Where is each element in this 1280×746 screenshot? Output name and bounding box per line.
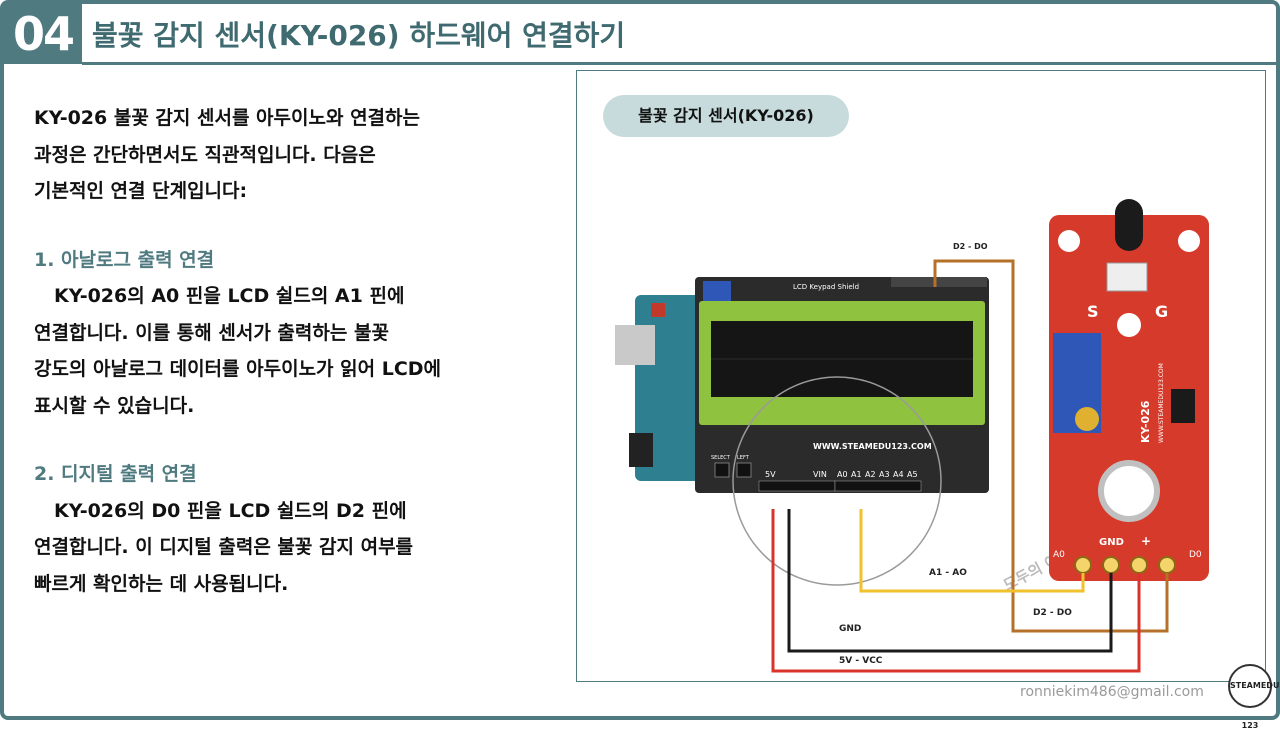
zoom-circle	[732, 376, 942, 586]
wire-label: A1 - AO	[929, 568, 967, 578]
section2-line: 연결합니다. 이 디지털 출력은 불꽃 감지 여부를	[34, 536, 414, 558]
analog-pin-label: A0	[837, 470, 848, 479]
wire-vcc	[771, 509, 1141, 673]
sensor-pin-label: +	[1141, 534, 1151, 548]
analog-pin-label: A3	[879, 470, 890, 479]
button-label: LEFT	[737, 455, 750, 461]
wire-label: GND	[839, 624, 861, 634]
intro-line: KY-026 불꽃 감지 센서를 아두이노와 연결하는	[34, 107, 420, 129]
usb-port	[615, 325, 655, 365]
sensor-top-label: G	[1155, 302, 1168, 321]
sensor-pin-label: A0	[1053, 550, 1065, 560]
section2-line: 빠르게 확인하는 데 사용됩니다.	[34, 572, 289, 595]
section-number: 04	[4, 4, 82, 64]
analog-pin-label: A1	[851, 470, 862, 479]
select-button	[714, 462, 730, 478]
power-jack	[629, 433, 653, 467]
mount-hole	[1117, 313, 1141, 337]
wire-gnd	[787, 509, 1113, 653]
header-divider	[82, 62, 1276, 65]
section2-line: KY-026의 D0 핀을 LCD 쉴드의 D2 핀에	[54, 499, 407, 522]
button-label: SELECT	[711, 455, 731, 461]
wiring-diagram-svg: 모두의 아두이노 환경 센서 모두의 아두이노 환경 센서 모두의 아두이노 환…	[615, 199, 1209, 673]
section1-heading: 1. 아날로그 출력 연결	[34, 248, 215, 271]
sensor-board	[1049, 215, 1209, 581]
sensor-top-label: S	[1087, 302, 1099, 321]
wire-label: 5V - VCC	[839, 656, 883, 666]
wire-label: D2 - DO	[1033, 608, 1072, 618]
intro-line: 과정은 간단하면서도 직관적입니다. 다음은	[34, 143, 376, 166]
wiring-diagram: 모두의 아두이노 환경 센서 모두의 아두이노 환경 센서 모두의 아두이노 환…	[576, 70, 1266, 682]
section2-heading: 2. 디지털 출력 연결	[34, 463, 197, 485]
reset-button	[651, 303, 665, 317]
analog-header	[834, 480, 922, 492]
led-socket	[1106, 262, 1148, 292]
intro-line: 기본적인 연결 단계입니다:	[34, 180, 248, 202]
trim-knob	[1075, 407, 1099, 431]
power-pin-label: VIN	[813, 470, 827, 479]
slide-frame	[0, 0, 1280, 720]
section1-line: 연결합니다. 이를 통해 센서가 출력하는 불꽃	[34, 321, 389, 344]
analog-pin-label: A5	[907, 470, 918, 479]
sensor-pin-label: GND	[1099, 537, 1124, 548]
lcd-shield-label: LCD Keypad Shield	[793, 283, 859, 291]
mount-hole	[1058, 230, 1080, 252]
mount-hole	[1178, 230, 1200, 252]
shield-website: WWW.STEAMEDU123.COM	[813, 442, 932, 451]
sensor-website: WWW.STEAMEDU123.COM	[1158, 363, 1165, 443]
page-title: 불꽃 감지 센서(KY-026) 하드웨어 연결하기	[92, 19, 626, 52]
potentiometer	[703, 281, 731, 303]
sensor-model-text: KY-026	[1139, 400, 1152, 443]
header-pins	[891, 277, 987, 287]
section1-line: 강도의 아날로그 데이터를 아두이노가 읽어 LCD에	[34, 358, 442, 380]
analog-pin-label: A4	[893, 470, 904, 479]
steamedu-logo: STEAMEDU 123	[1228, 664, 1279, 730]
mount-hole	[1098, 460, 1160, 522]
flame-sensor-led	[1115, 199, 1143, 251]
comparator-chip	[1171, 389, 1195, 423]
wire-label: D2 - DO	[953, 242, 988, 251]
power-header	[758, 480, 836, 492]
sensor-label-pill: 불꽃 감지 센서(KY-026)	[603, 95, 849, 137]
left-button	[736, 462, 752, 478]
analog-pin-label: A2	[865, 470, 876, 479]
section1-line: 표시할 수 있습니다.	[34, 394, 195, 417]
section1-line: KY-026의 A0 핀을 LCD 쉴드의 A1 핀에	[54, 285, 405, 307]
power-pin-label: 5V	[765, 470, 776, 479]
body-text: KY-026 불꽃 감지 센서를 아두이노와 연결하는 과정은 간단하면서도 직…	[34, 100, 554, 602]
sensor-pin-label: D0	[1189, 550, 1202, 560]
wire-a1-ao	[859, 509, 1085, 593]
wire-d2-do	[933, 259, 1169, 633]
footer-email: ronniekim486@gmail.com	[1020, 684, 1204, 700]
